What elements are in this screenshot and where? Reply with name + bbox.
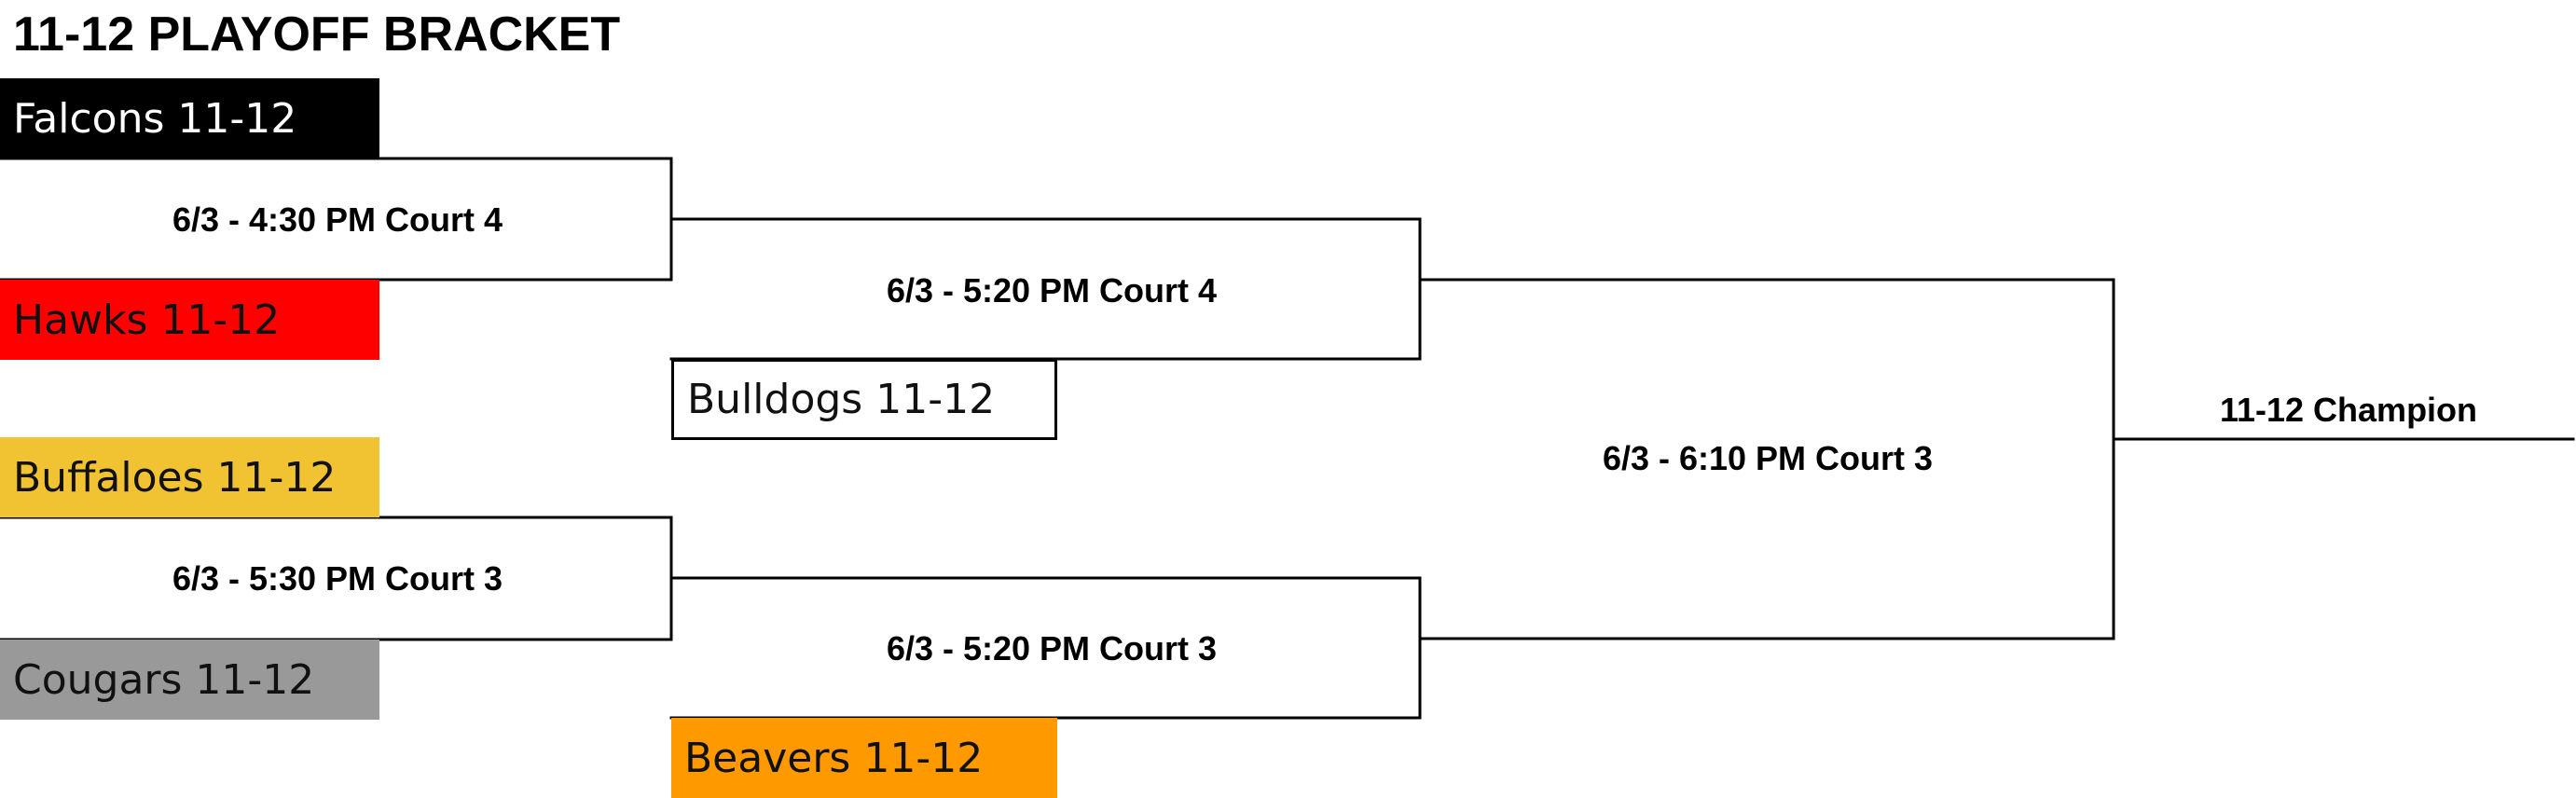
team-label: Beavers 11-12 — [684, 734, 984, 782]
team-label: Buffaloes 11-12 — [13, 453, 337, 502]
team-label: Hawks 11-12 — [13, 296, 281, 344]
team-falcons: Falcons 11-12 — [0, 78, 379, 158]
team-beavers: Beavers 11-12 — [671, 718, 1057, 798]
game-label-5: 6/3 - 6:10 PM Court 3 — [1602, 439, 1934, 477]
team-label: Cougars 11-12 — [13, 655, 315, 704]
team-hawks: Hawks 11-12 — [0, 280, 379, 360]
game-label-1: 6/3 - 4:30 PM Court 4 — [172, 200, 503, 239]
team-cougars: Cougars 11-12 — [0, 640, 379, 720]
game-label-4: 6/3 - 5:20 PM Court 3 — [886, 629, 1218, 667]
team-buffaloes: Buffaloes 11-12 — [0, 437, 379, 517]
bracket-title: 11-12 PLAYOFF BRACKET — [13, 7, 621, 62]
game-label-2: 6/3 - 5:30 PM Court 3 — [172, 559, 503, 598]
game-label-3: 6/3 - 5:20 PM Court 4 — [886, 271, 1218, 310]
team-bulldogs: Bulldogs 11-12 — [671, 359, 1057, 440]
bracket-line-game-5 — [1418, 278, 2115, 640]
champion-label: 11-12 Champion — [2219, 391, 2478, 429]
team-label: Falcons 11-12 — [13, 94, 297, 143]
team-label: Bulldogs 11-12 — [687, 376, 996, 423]
